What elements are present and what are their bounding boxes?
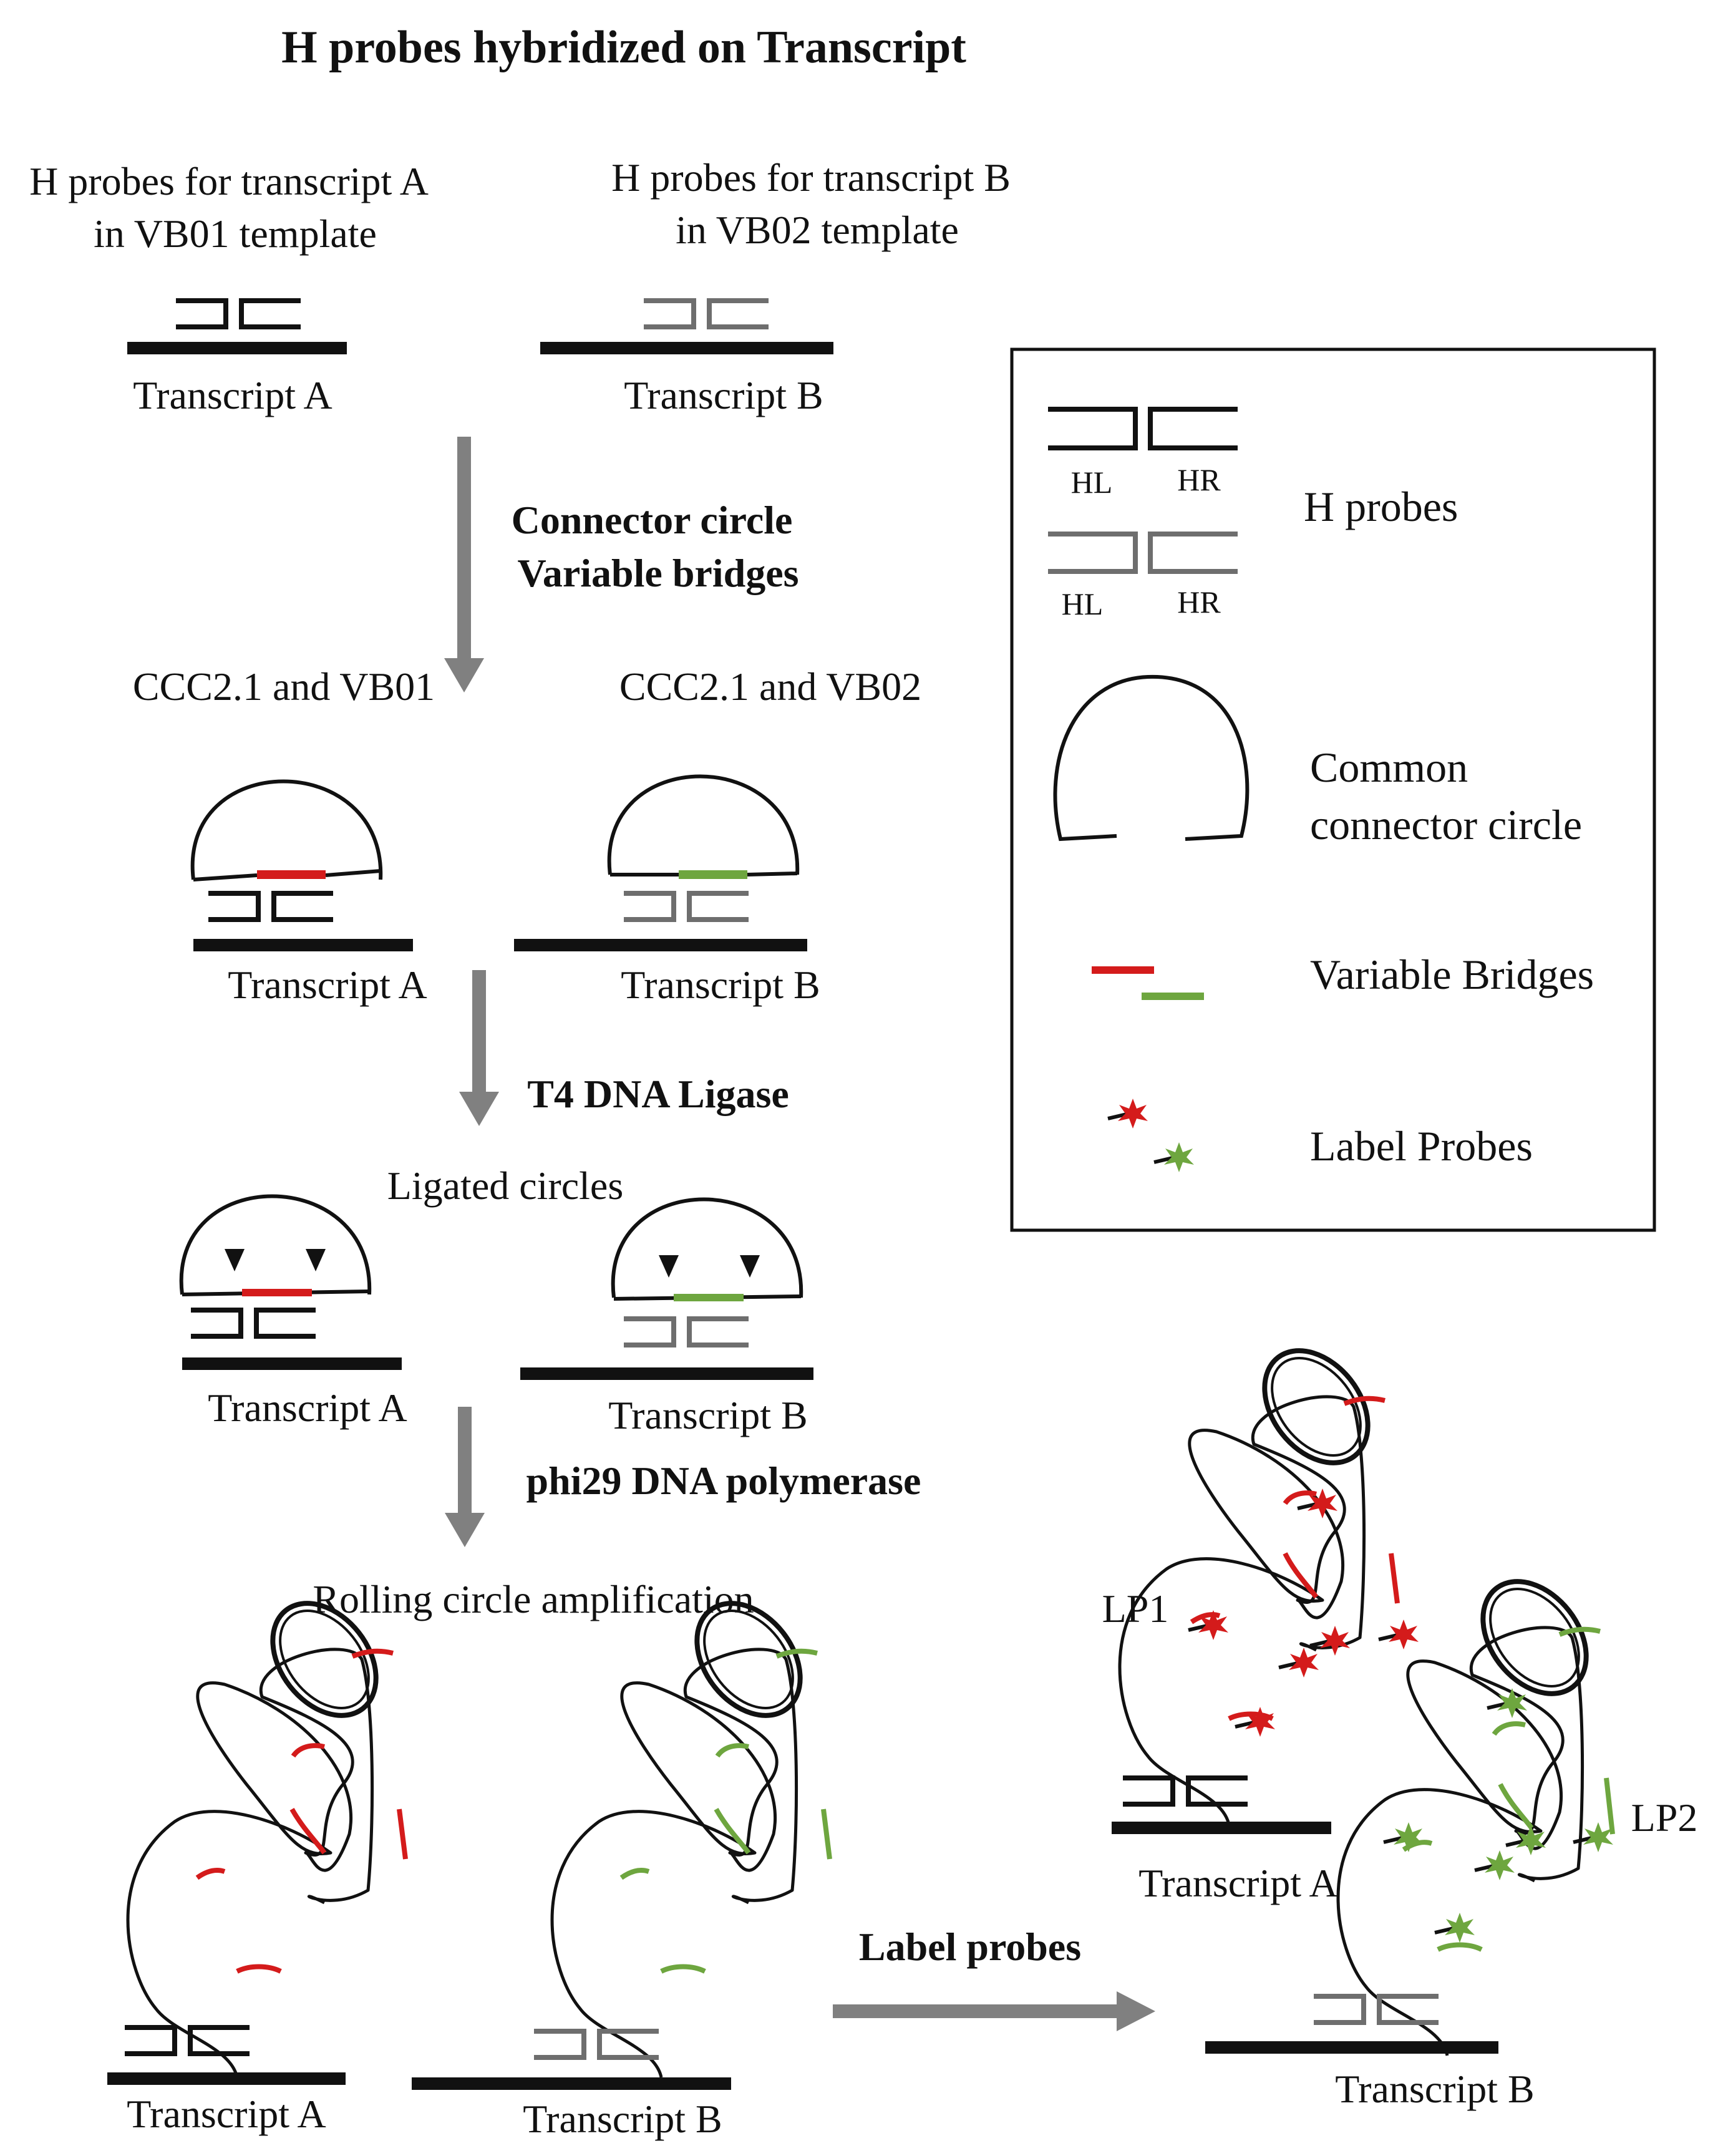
step1-line2: Variable bridges xyxy=(518,551,799,595)
stage4-transcript-a-label: Transcript A xyxy=(127,2092,326,2136)
label-probe-red xyxy=(1379,1619,1419,1649)
probe-set-a-line1: H probes for transcript A xyxy=(29,159,429,203)
labeled-product-a: Transcript A xyxy=(1112,1331,1419,1905)
ligation-mark xyxy=(740,1255,760,1278)
arrow-step1 xyxy=(444,437,484,692)
stage3-a: Transcript A xyxy=(182,1197,407,1430)
legend-variable-bridges: Variable Bridges xyxy=(1310,951,1594,998)
ligation-mark xyxy=(659,1255,679,1278)
legend-hl-2: HL xyxy=(1062,586,1104,621)
transcript-a-label: Transcript A xyxy=(133,373,332,417)
stage4-transcript-b-label: Transcript B xyxy=(523,2097,722,2141)
labeled-product-b: Transcript B xyxy=(1205,1561,1613,2111)
probe-set-b-line1: H probes for transcript B xyxy=(611,155,1011,200)
stage3-transcript-b-label: Transcript B xyxy=(608,1393,807,1437)
label-probe-red xyxy=(1235,1707,1275,1737)
legend-hr-2: HR xyxy=(1177,585,1221,619)
label-probe-red xyxy=(1310,1626,1350,1656)
legend-box xyxy=(1010,347,1656,1232)
rca-product-b: Transcript B xyxy=(412,1583,832,2141)
legend-connector-circle xyxy=(1053,674,1250,842)
rca-label: Rolling circle amplification xyxy=(313,1577,754,1621)
arrow-step3 xyxy=(445,1407,485,1547)
legend-label-probe-red xyxy=(1108,1099,1148,1129)
step4-label: Label probes xyxy=(859,1925,1081,1969)
step2-label: T4 DNA Ligase xyxy=(527,1072,789,1116)
stage2-a: Transcript A xyxy=(193,782,427,1007)
ligated-label: Ligated circles xyxy=(387,1163,623,1208)
diagram-title: H probes hybridized on Transcript xyxy=(281,22,966,73)
stage5-transcript-a-label: Transcript A xyxy=(1138,1861,1337,1905)
transcript-b-label: Transcript B xyxy=(624,373,823,417)
stage2-transcript-a-label: Transcript A xyxy=(228,963,427,1007)
label-probe-green xyxy=(1475,1850,1515,1880)
legend-label-probes: Label Probes xyxy=(1310,1122,1533,1170)
arrow-step4 xyxy=(833,1991,1155,2031)
legend: HL HR HL HR H probes Common connector ci… xyxy=(1010,347,1656,1232)
lp1-label: LP1 xyxy=(1102,1586,1169,1631)
combo-a-label: CCC2.1 and VB01 xyxy=(133,664,435,709)
probe-set-a-line2: in VB01 template xyxy=(94,211,377,256)
stage2-transcript-b-label: Transcript B xyxy=(621,963,820,1007)
legend-h-probes-label: H probes xyxy=(1304,483,1458,530)
stage1-b: Transcript B xyxy=(540,301,833,417)
legend-connector-line2: connector circle xyxy=(1310,801,1582,848)
stage3-transcript-a-label: Transcript A xyxy=(208,1386,407,1430)
stage1-a: Transcript A xyxy=(127,301,347,417)
stage2-b: Transcript B xyxy=(514,777,820,1007)
ligation-mark xyxy=(306,1249,326,1271)
legend-label-probe-green xyxy=(1154,1142,1194,1172)
legend-connector-line1: Common xyxy=(1310,744,1468,791)
stage3-b: Transcript B xyxy=(520,1200,813,1437)
step3-label: phi29 DNA polymerase xyxy=(527,1459,921,1503)
legend-hr-1: HR xyxy=(1177,462,1221,497)
ligation-mark xyxy=(225,1249,245,1271)
rca-product-a: Transcript A xyxy=(107,1583,408,2136)
arrow-step2 xyxy=(459,970,499,1126)
step1-line1: Connector circle xyxy=(512,498,793,542)
label-probe-red xyxy=(1279,1648,1319,1678)
legend-h-probes-gray xyxy=(1048,532,1238,574)
legend-hl-1: HL xyxy=(1071,465,1113,500)
lp2-label: LP2 xyxy=(1631,1795,1698,1840)
label-probe-green xyxy=(1435,1913,1475,1943)
probe-set-b-line2: in VB02 template xyxy=(676,208,959,252)
stage5-transcript-b-label: Transcript B xyxy=(1335,2067,1534,2111)
transcript-a-bar xyxy=(127,342,347,354)
combo-b-label: CCC2.1 and VB02 xyxy=(619,664,921,709)
legend-h-probes-black xyxy=(1048,407,1238,450)
transcript-b-bar xyxy=(540,342,833,354)
